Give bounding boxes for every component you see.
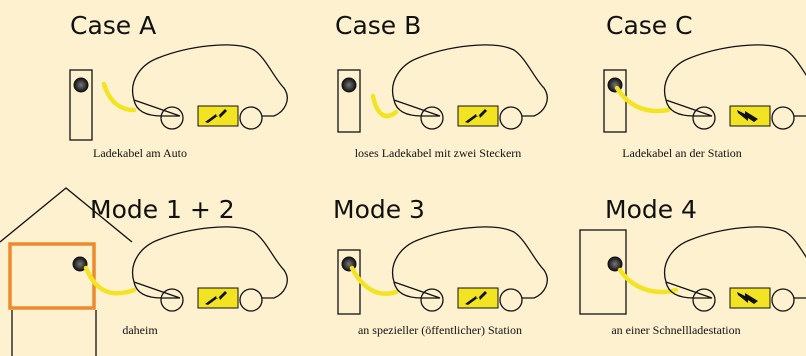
panel-case-b: Case B loses Ladekabel mit zwei Steckern	[335, 11, 548, 160]
electric-car	[663, 226, 806, 312]
charging-station	[69, 69, 93, 141]
panel-mode-4: Mode 4 an einer Schnellladestation	[579, 195, 806, 337]
panel-mode-1-2: Mode 1 + 2 daheim	[0, 187, 288, 356]
panel-title: Mode 3	[333, 195, 425, 224]
charging-cable	[370, 93, 399, 119]
panel-title: Mode 1 + 2	[90, 195, 235, 224]
charging-cable	[617, 267, 679, 295]
electric-car	[663, 44, 806, 130]
panel-title: Case B	[335, 11, 421, 40]
electric-car	[131, 44, 288, 130]
panel-title: Mode 4	[605, 195, 697, 224]
panel-case-c: Case C Ladekabel an der Station	[603, 11, 806, 160]
panel-caption: loses Ladekabel mit zwei Steckern	[355, 146, 522, 160]
panel-mode-3: Mode 3 an spezieller (öffentlicher) Stat…	[333, 195, 548, 337]
socket-icon	[73, 77, 89, 93]
house-wallbox	[8, 242, 96, 310]
electric-car	[391, 226, 548, 312]
socket-icon	[607, 256, 623, 272]
panel-caption: Ladekabel am Auto	[93, 146, 187, 160]
panel-title: Case C	[606, 11, 693, 40]
charging-cable	[614, 85, 671, 114]
panel-caption: an einer Schnellladestation	[611, 323, 740, 337]
charging-cable	[349, 265, 399, 296]
electric-car	[391, 44, 548, 130]
fast-charging-station	[579, 229, 627, 315]
panel-caption: an spezieller (öffentlicher) Station	[358, 323, 522, 337]
panel-caption: daheim	[122, 323, 158, 337]
house-roof	[0, 187, 133, 243]
charging-station	[337, 69, 361, 133]
panel-case-a: Case A Ladekabel am Auto	[69, 11, 288, 160]
charging-cable	[101, 81, 137, 113]
panel-caption: Ladekabel an der Station	[622, 146, 742, 160]
socket-icon	[341, 77, 357, 93]
electric-car	[131, 226, 288, 312]
socket-icon	[72, 256, 88, 272]
panel-title: Case A	[70, 11, 156, 40]
charging-cable	[83, 265, 137, 296]
